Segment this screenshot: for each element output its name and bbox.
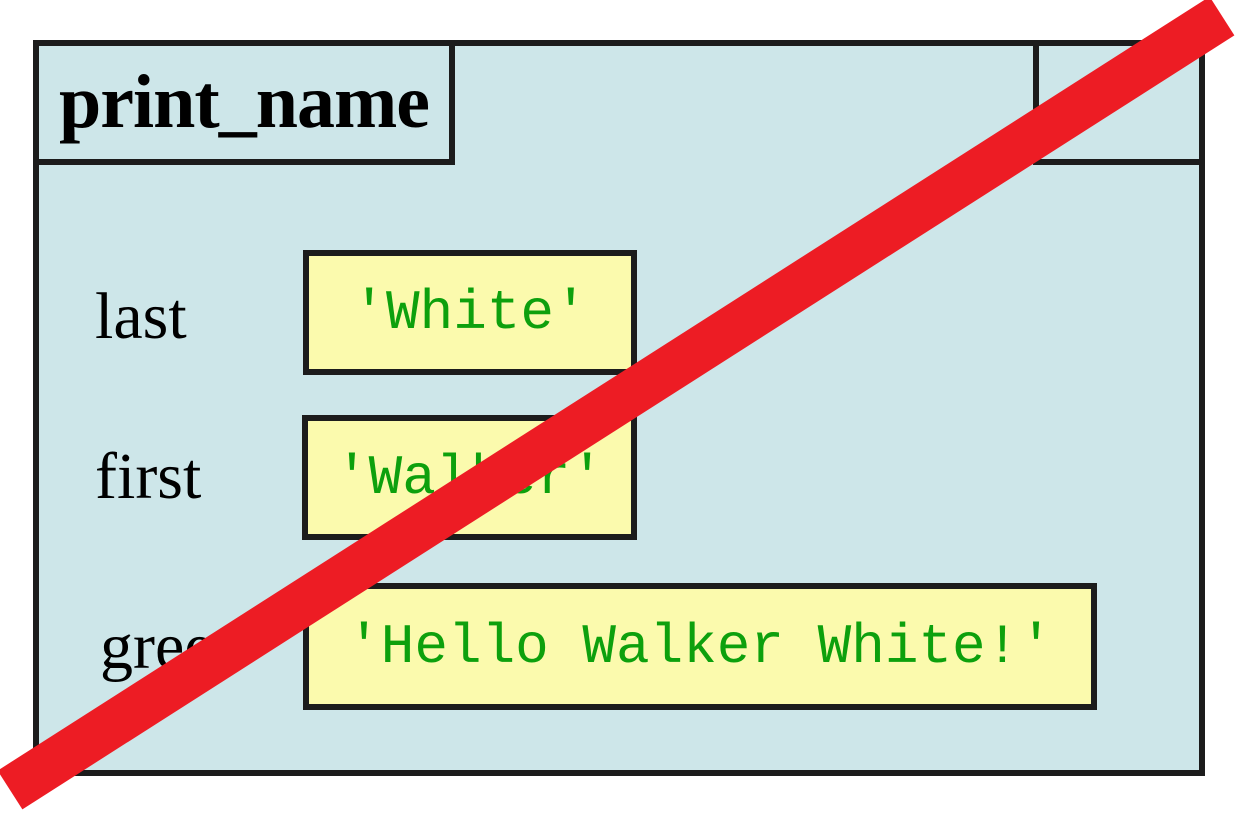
instruction-counter-box [1033,40,1205,165]
value-text-greet: 'Hello Walker White!' [347,614,1053,679]
variable-label-first: first [95,440,202,513]
variable-label-last: last [95,280,187,353]
frame-function-name: print_name [59,60,430,144]
frame-name-tab: print_name [33,40,455,165]
value-box-first: 'Walker' [302,415,637,540]
value-text-first: 'Walker' [335,445,604,510]
variable-label-greet: greet [100,610,232,683]
value-box-last: 'White' [303,250,637,375]
value-box-greet: 'Hello Walker White!' [303,583,1097,710]
value-text-last: 'White' [352,280,588,345]
